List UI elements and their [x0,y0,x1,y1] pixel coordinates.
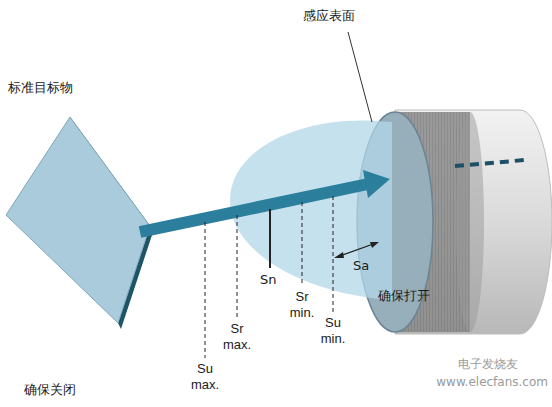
distance-label: Su min. [318,315,348,346]
watermark: 电子发烧友 [458,357,518,371]
distance-label: Su max. [190,361,220,392]
leader-line [348,32,372,122]
state-label: 确保关闭 [24,382,76,398]
arrow-head [363,170,390,198]
standard-target [6,117,150,323]
dimension-label: Sa [353,258,369,274]
distance-label: Sn [260,272,277,288]
sa-dimension [334,242,379,258]
part-label: 感应表面 [303,8,355,24]
watermark: www.elecfans.com [436,375,548,389]
distance-label: Sr min. [287,289,317,320]
state-label: 确保打开 [378,288,430,304]
distance-label: Sr max. [222,321,252,352]
part-label: 标准目标物 [8,80,73,96]
distance-marks [205,196,333,358]
axis-line [455,160,525,166]
